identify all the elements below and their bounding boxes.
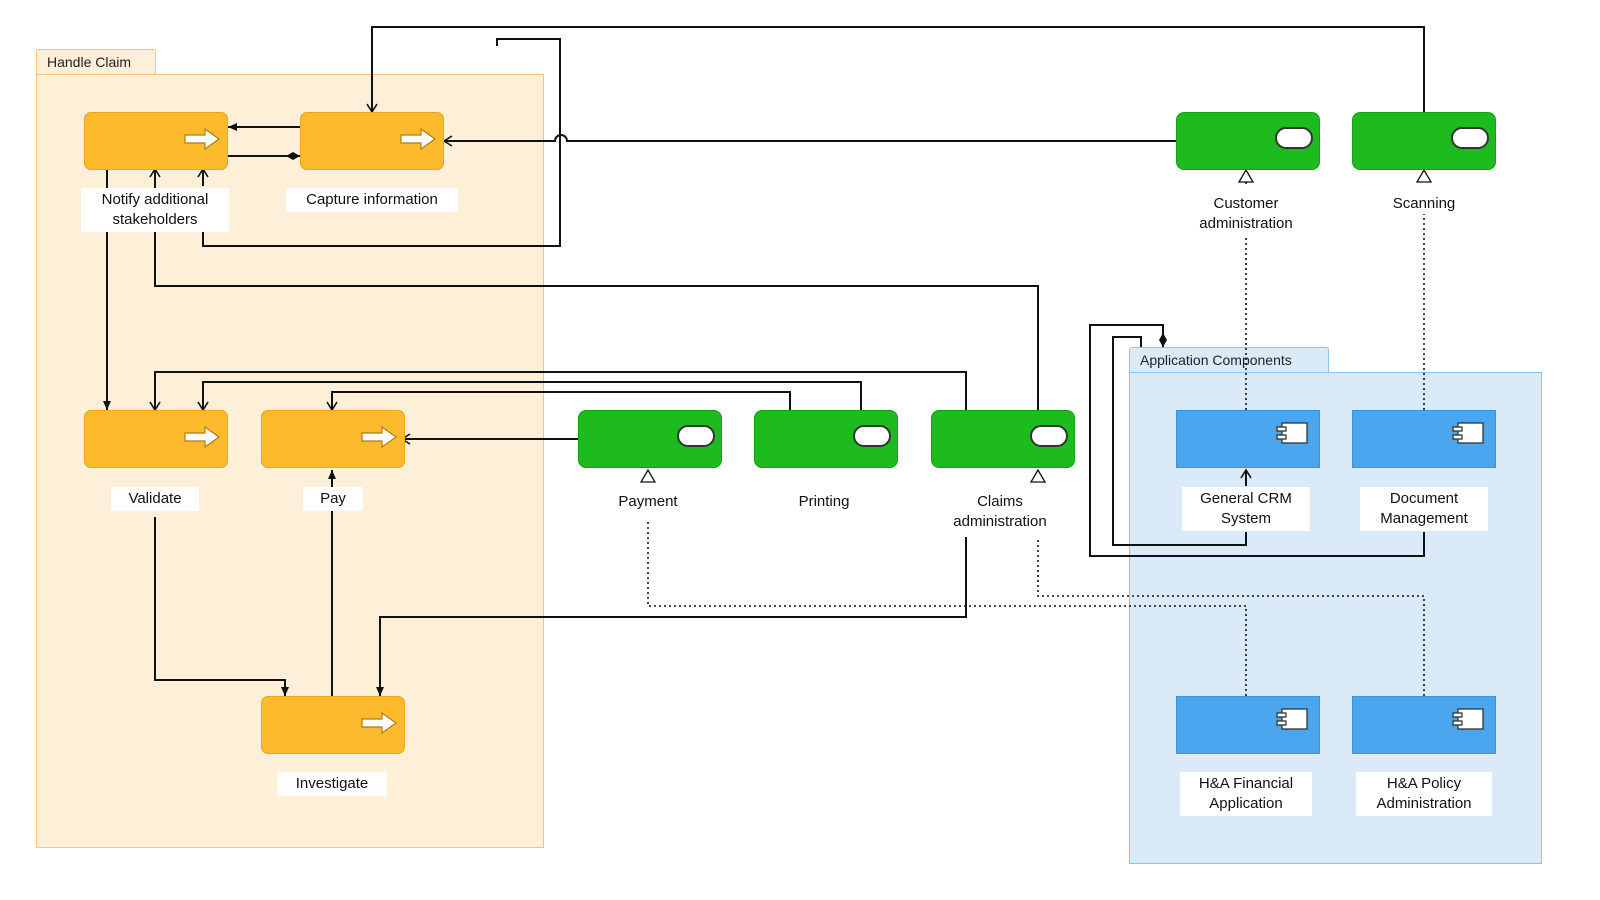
service-pill-icon xyxy=(1275,127,1313,149)
label-payment: Payment xyxy=(618,493,678,510)
service-pill-icon xyxy=(1451,127,1489,149)
application-components-group-tab[interactable]: Application Components xyxy=(1129,347,1329,373)
label-policy-administration: H&A Policy Administration xyxy=(1356,772,1492,816)
process-investigate[interactable] xyxy=(261,696,405,754)
component-icon xyxy=(1452,422,1484,444)
process-pay[interactable] xyxy=(261,410,405,468)
service-pill-icon xyxy=(853,425,891,447)
service-scanning[interactable] xyxy=(1352,112,1496,170)
label-validate: Validate xyxy=(111,487,199,511)
process-notify[interactable] xyxy=(84,112,228,170)
service-customer-administration[interactable] xyxy=(1176,112,1320,170)
component-icon xyxy=(1276,422,1308,444)
realization-head-scanning xyxy=(1415,168,1433,183)
label-general-crm: General CRM System xyxy=(1182,487,1310,531)
service-printing[interactable] xyxy=(754,410,898,468)
handle-claim-group-title: Handle Claim xyxy=(47,54,132,70)
handle-claim-group-tab[interactable]: Handle Claim xyxy=(36,49,156,75)
label-pay: Pay xyxy=(303,487,363,511)
label-financial-application: H&A Financial Application xyxy=(1180,772,1312,816)
label-printing: Printing xyxy=(798,493,850,510)
edge-customer-capture xyxy=(442,134,1176,147)
process-validate[interactable] xyxy=(84,410,228,468)
component-general-crm[interactable] xyxy=(1176,410,1320,468)
service-pill-icon xyxy=(677,425,715,447)
application-components-group-title: Application Components xyxy=(1140,352,1292,368)
label-customer-administration: Customer administration xyxy=(1199,195,1293,232)
process-capture[interactable] xyxy=(300,112,444,170)
label-scanning: Scanning xyxy=(1392,195,1456,212)
service-pill-icon xyxy=(1030,425,1068,447)
service-payment[interactable] xyxy=(578,410,722,468)
component-policy-administration[interactable] xyxy=(1352,696,1496,754)
arrow-right-icon xyxy=(184,127,221,151)
label-notify: Notify additional stakeholders xyxy=(81,188,229,232)
realization-head-payment xyxy=(639,468,657,483)
realization-head-customer xyxy=(1237,168,1255,183)
label-investigate: Investigate xyxy=(277,772,387,796)
arrow-right-icon xyxy=(184,425,221,449)
arrow-right-icon xyxy=(361,711,398,735)
arrow-right-icon xyxy=(361,425,398,449)
label-capture: Capture information xyxy=(286,188,458,212)
arrow-right-icon xyxy=(400,127,437,151)
component-icon xyxy=(1276,708,1308,730)
label-claims-administration: Claims administration xyxy=(953,493,1047,530)
component-document-management[interactable] xyxy=(1352,410,1496,468)
component-icon xyxy=(1452,708,1484,730)
realization-head-claims xyxy=(1029,468,1047,483)
component-financial-application[interactable] xyxy=(1176,696,1320,754)
label-document-management: Document Management xyxy=(1360,487,1488,531)
service-claims-administration[interactable] xyxy=(931,410,1075,468)
